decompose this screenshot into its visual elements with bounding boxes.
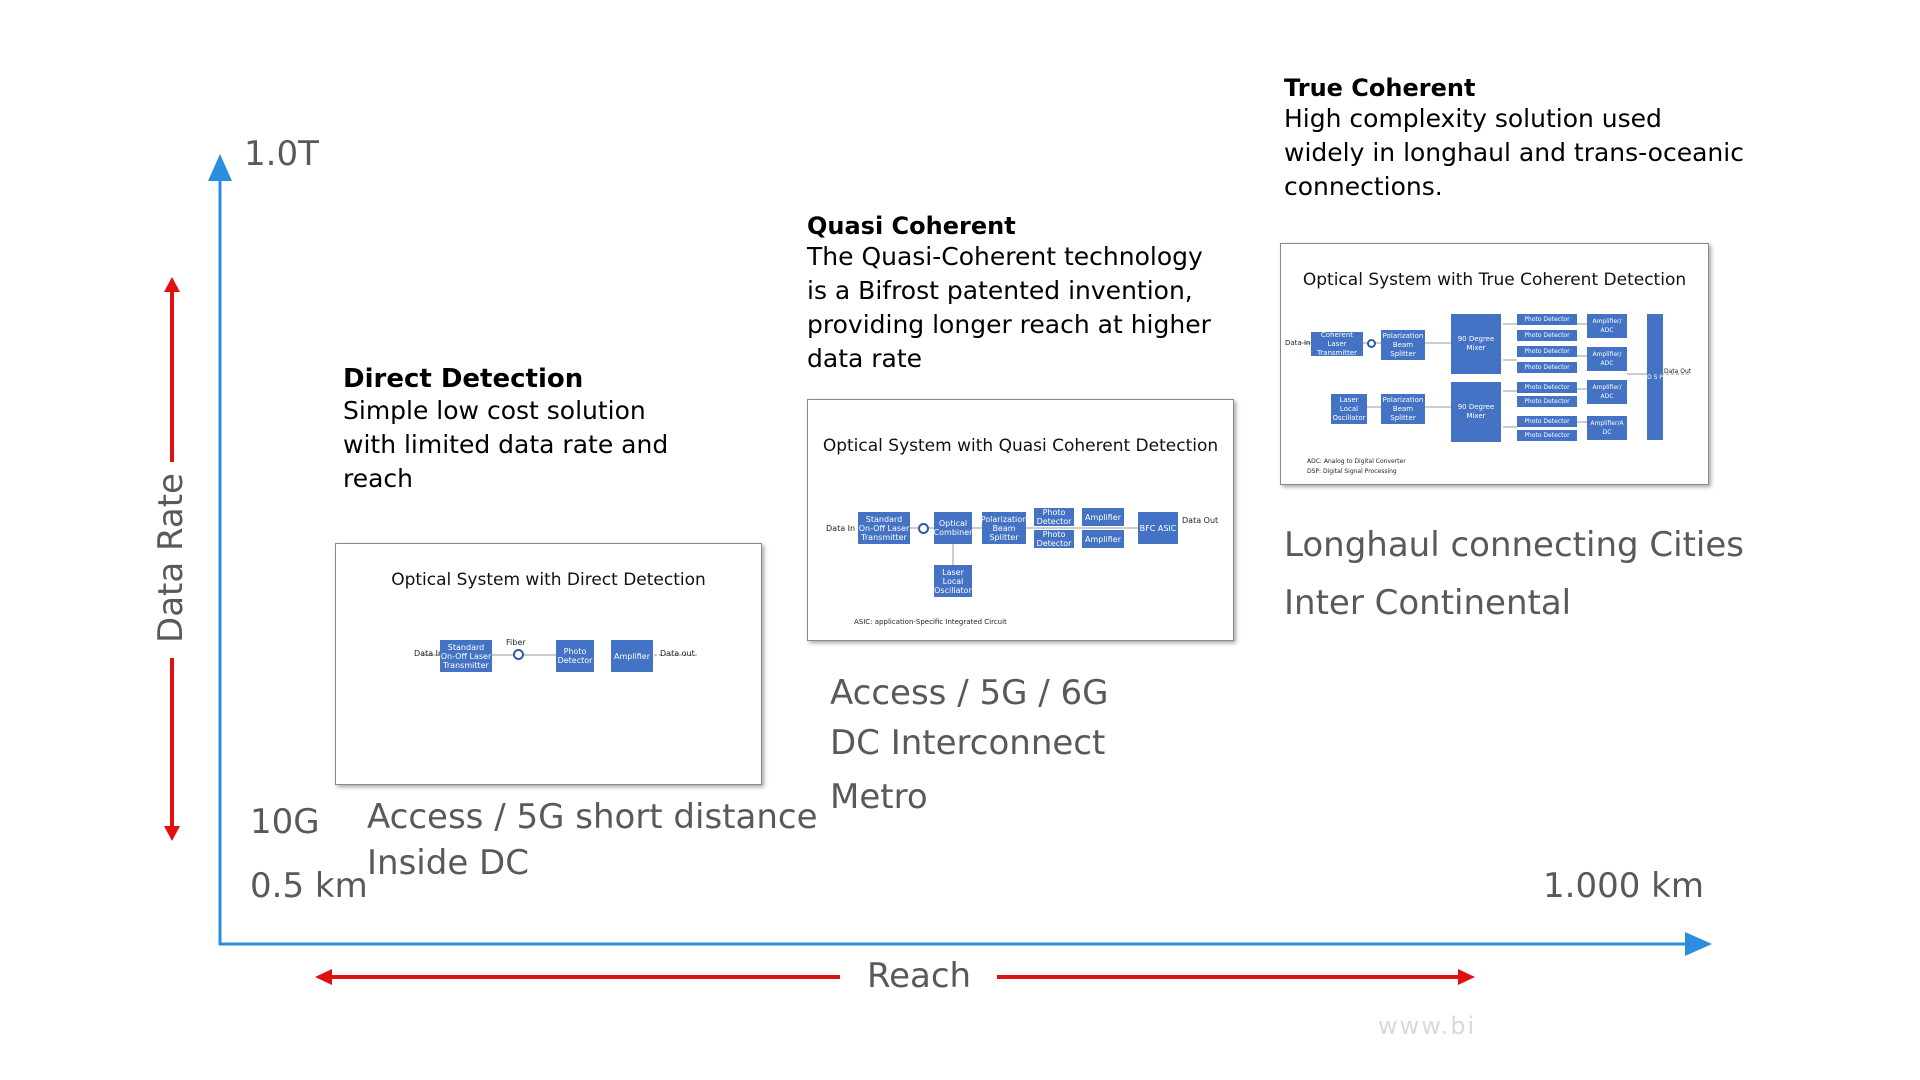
true-amplifier-adc-2: Amplifier/ ADC — [1587, 347, 1627, 371]
direct-diagram-title: Optical System with Direct Detection — [391, 570, 706, 590]
watermark-text: www.bi — [1378, 1012, 1477, 1040]
x-axis-max-label: 1.000 km — [1543, 866, 1704, 906]
direct-detection-desc-2: with limited data rate and — [343, 430, 669, 459]
quasi-local-oscillator-block: Laser Local Oscillator — [934, 565, 972, 597]
quasi-coherent-text: Quasi Coherent The Quasi-Coherent techno… — [807, 212, 1211, 376]
true-photo-detector-7: Photo Detector — [1517, 416, 1577, 427]
true-coherent-title: True Coherent — [1284, 74, 1476, 102]
true-coherent-desc-3: connections. — [1284, 172, 1443, 201]
quasi-photo-detector-1: Photo Detector — [1034, 508, 1074, 526]
true-coherent-text: True Coherent High complexity solution u… — [1284, 74, 1744, 204]
direct-detection-desc-3: reach — [343, 464, 414, 493]
true-dsp-note: DSP: Digital Signal Processing — [1307, 468, 1397, 475]
quasi-coherent-desc-3: providing longer reach at higher — [807, 310, 1211, 339]
quasi-data-out-label: Data Out — [1182, 516, 1219, 525]
true-dsp-block: D S P — [1647, 314, 1663, 440]
quasi-use-3: Metro — [830, 777, 928, 817]
true-mixer-1: 90 Degree Mixer — [1451, 314, 1501, 374]
true-use-1: Longhaul connecting Cities — [1284, 525, 1744, 565]
quasi-coherent-uses: Access / 5G / 6G DC Interconnect Metro — [830, 668, 1109, 822]
direct-detection-diagram: Optical System with Direct Detection Dat… — [335, 543, 762, 785]
quasi-combiner-block: Optical Combiner — [934, 512, 972, 544]
true-amplifier-adc-4: Amplifier/A DC — [1587, 416, 1627, 440]
direct-detection-uses: Access / 5G short distance Inside DC — [367, 794, 818, 886]
quasi-coherent-title: Quasi Coherent — [807, 212, 1016, 240]
true-photo-detector-6: Photo Detector — [1517, 396, 1577, 407]
true-adc-note: ADC: Analog to Digital Converter — [1307, 458, 1406, 465]
quasi-laser-block: Standard On-Off Laser Transmitter — [858, 512, 910, 544]
quasi-use-1: Access / 5G / 6G — [830, 673, 1109, 713]
true-data-in-label: Data In — [1285, 339, 1311, 347]
true-amplifier-adc-3: Amplifier/ ADC — [1587, 380, 1627, 404]
true-pbs-block-1: Polarization Beam Splitter — [1381, 330, 1425, 360]
y-axis-title: Data Rate — [151, 473, 192, 643]
y-axis-min-label: 10G — [250, 802, 320, 842]
direct-photo-detector-block: Photo Detector — [556, 640, 594, 672]
y-axis-max-label: 1.0T — [244, 134, 319, 174]
fiber-coil-icon — [1367, 339, 1376, 348]
quasi-coherent-desc-2: is a Bifrost patented invention, — [807, 276, 1193, 305]
true-pbs-block-2: Polarization Beam Splitter — [1381, 394, 1425, 424]
direct-laser-block: Standard On-Off Laser Transmitter — [440, 640, 492, 672]
x-axis-title: Reach — [867, 956, 972, 996]
quasi-data-in-label: Data In — [826, 524, 856, 533]
true-coherent-diagram: Optical System with True Coherent Detect… — [1280, 243, 1709, 485]
direct-use-1: Access / 5G short distance — [367, 797, 818, 837]
x-axis-min-label: 0.5 km — [250, 866, 368, 906]
quasi-use-2: DC Interconnect — [830, 723, 1106, 763]
true-use-2: Inter Continental — [1284, 583, 1572, 623]
true-photo-detector-1: Photo Detector — [1517, 314, 1577, 325]
direct-detection-text: Direct Detection Simple low cost solutio… — [343, 364, 668, 496]
true-photo-detector-3: Photo Detector — [1517, 346, 1577, 357]
direct-data-in-label: Data In — [414, 649, 444, 658]
direct-use-2: Inside DC — [367, 843, 529, 883]
true-data-out-label: Data Out — [1664, 368, 1692, 375]
true-mixer-2: 90 Degree Mixer — [1451, 382, 1501, 442]
quasi-amplifier-2: Amplifier — [1082, 530, 1124, 548]
quasi-pbs-block: Polarization Beam Splitter — [981, 512, 1027, 544]
quasi-coherent-desc-4: data rate — [807, 344, 923, 373]
true-amplifier-adc-1: Amplifier/ ADC — [1587, 314, 1627, 338]
direct-detection-title: Direct Detection — [343, 364, 584, 394]
true-photo-detector-8: Photo Detector — [1517, 430, 1577, 441]
fiber-coil-icon — [918, 523, 929, 534]
quasi-coherent-diagram: Optical System with Quasi Coherent Detec… — [807, 399, 1234, 641]
fiber-coil-icon — [513, 649, 524, 660]
quasi-diagram-title: Optical System with Quasi Coherent Detec… — [822, 436, 1219, 456]
direct-fiber-label: Fiber — [506, 638, 526, 647]
direct-data-out-label: Data out — [660, 649, 695, 658]
quasi-asic-block: BFC ASIC — [1138, 512, 1178, 544]
direct-amplifier-block: Amplifier — [611, 640, 653, 672]
true-photo-detector-2: Photo Detector — [1517, 330, 1577, 341]
true-coherent-uses: Longhaul connecting Cities Inter Contine… — [1284, 516, 1744, 632]
true-laser-block: Coherent Laser Transmitter — [1311, 331, 1363, 357]
direct-detection-desc-1: Simple low cost solution — [343, 396, 646, 425]
true-diagram-title: Optical System with True Coherent Detect… — [1302, 270, 1687, 290]
true-photo-detector-5: Photo Detector — [1517, 382, 1577, 393]
true-coherent-desc-2: widely in longhaul and trans-oceanic — [1284, 138, 1744, 167]
quasi-coherent-desc-1: The Quasi-Coherent technology — [807, 242, 1203, 271]
quasi-amplifier-1: Amplifier — [1082, 508, 1124, 526]
quasi-photo-detector-2: Photo Detector — [1034, 530, 1074, 548]
true-coherent-desc-1: High complexity solution used — [1284, 104, 1662, 133]
true-local-oscillator-block: Laser Local Oscillator — [1331, 394, 1367, 424]
true-photo-detector-4: Photo Detector — [1517, 362, 1577, 373]
quasi-asic-note: ASIC: application-Specific Integrated Ci… — [854, 618, 1007, 626]
